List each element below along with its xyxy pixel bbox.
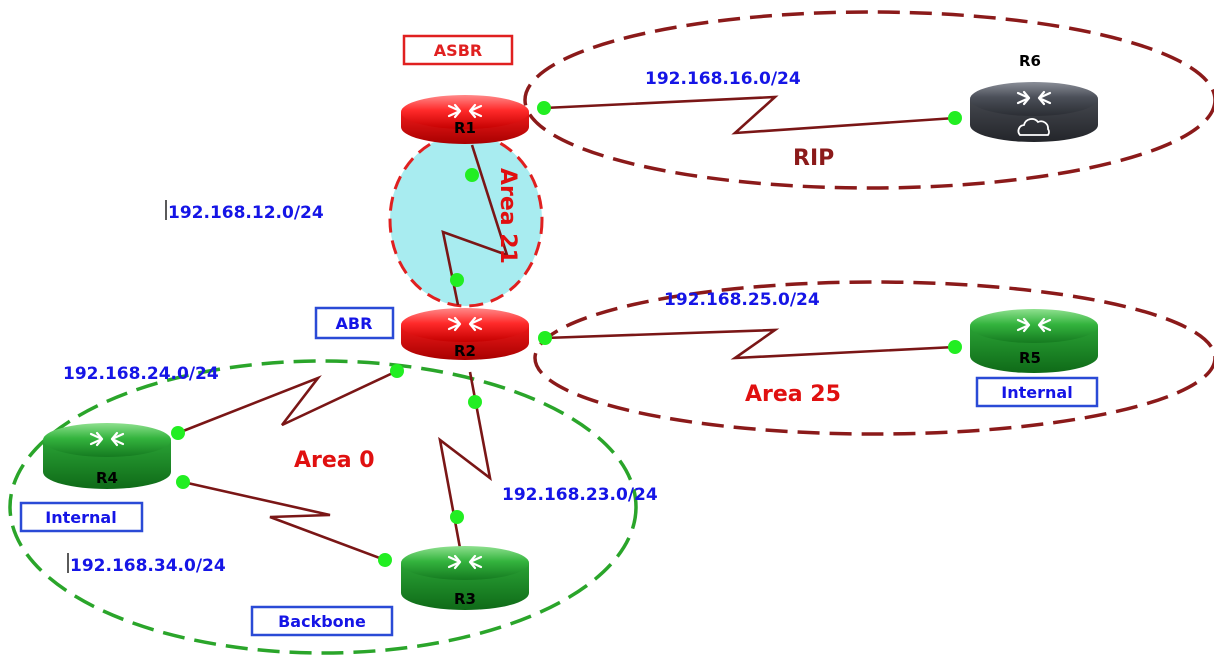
port-r6-r1 [948, 111, 962, 125]
port-r4-r3 [176, 475, 190, 489]
router-icon [401, 308, 529, 360]
router-r3[interactable] [401, 546, 529, 610]
router-icon [43, 423, 171, 489]
area0-ellipse [8, 359, 638, 655]
router-r2[interactable] [401, 308, 529, 360]
link-r2-r5 [544, 328, 956, 360]
r3-label: R3 [454, 590, 476, 608]
router-r1[interactable] [401, 95, 529, 144]
link-r1-r2 [441, 144, 510, 306]
router-icon [401, 546, 529, 610]
port-r1-r2 [465, 168, 479, 182]
network-label-34: 192.168.34.0/24 [70, 556, 226, 576]
cloud-icon [1017, 118, 1050, 136]
r2-label: R2 [454, 342, 476, 360]
link-r2-r3 [438, 371, 492, 549]
r6-label: R6 [1019, 52, 1041, 70]
port-r3-r4 [378, 553, 392, 567]
abr-tag: ABR [314, 306, 395, 340]
rip-label: RIP [793, 146, 834, 171]
network-label-25: 192.168.25.0/24 [664, 290, 820, 310]
router-r4[interactable] [43, 423, 171, 489]
r4-role-tag: Internal [19, 501, 144, 533]
router-icon [401, 95, 529, 144]
abr-tag-text: ABR [336, 314, 373, 333]
port-r2-r1 [450, 273, 464, 287]
r5-role-tag: Internal [975, 376, 1099, 408]
asbr-tag: ASBR [402, 34, 514, 66]
link-r4-r3 [182, 480, 386, 562]
area25-label: Area 25 [745, 382, 841, 407]
router-icon [970, 309, 1098, 373]
port-r5-r2 [948, 340, 962, 354]
r1-label: R1 [454, 119, 476, 137]
port-r2-r3 [468, 395, 482, 409]
r4-role-tag-text: Internal [45, 508, 116, 527]
network-label-12: 192.168.12.0/24 [168, 203, 324, 223]
port-r2-r5 [538, 331, 552, 345]
asbr-tag-text: ASBR [434, 41, 482, 60]
port-r4-r2 [171, 426, 185, 440]
r4-label: R4 [96, 469, 118, 487]
area0-label: Area 0 [294, 448, 375, 473]
port-r1-r6 [537, 101, 551, 115]
port-r3-r2 [450, 510, 464, 524]
network-label-16: 192.168.16.0/24 [645, 69, 801, 89]
router-icon [970, 82, 1098, 142]
link-r1-r6 [543, 95, 956, 135]
rip-domain-ellipse [523, 10, 1214, 190]
router-r5[interactable] [970, 309, 1098, 373]
r5-label: R5 [1019, 349, 1041, 367]
area25-ellipse [533, 280, 1214, 436]
r3-role-tag-text: Backbone [278, 612, 366, 631]
r5-role-tag-text: Internal [1001, 383, 1072, 402]
router-r6[interactable] [970, 82, 1098, 142]
port-r2-r4 [390, 364, 404, 378]
network-label-24: 192.168.24.0/24 [63, 364, 219, 384]
link-r2-r4 [177, 369, 398, 435]
network-label-23: 192.168.23.0/24 [502, 485, 658, 505]
r3-role-tag: Backbone [250, 605, 394, 637]
area21-label: Area 21 [495, 168, 520, 264]
